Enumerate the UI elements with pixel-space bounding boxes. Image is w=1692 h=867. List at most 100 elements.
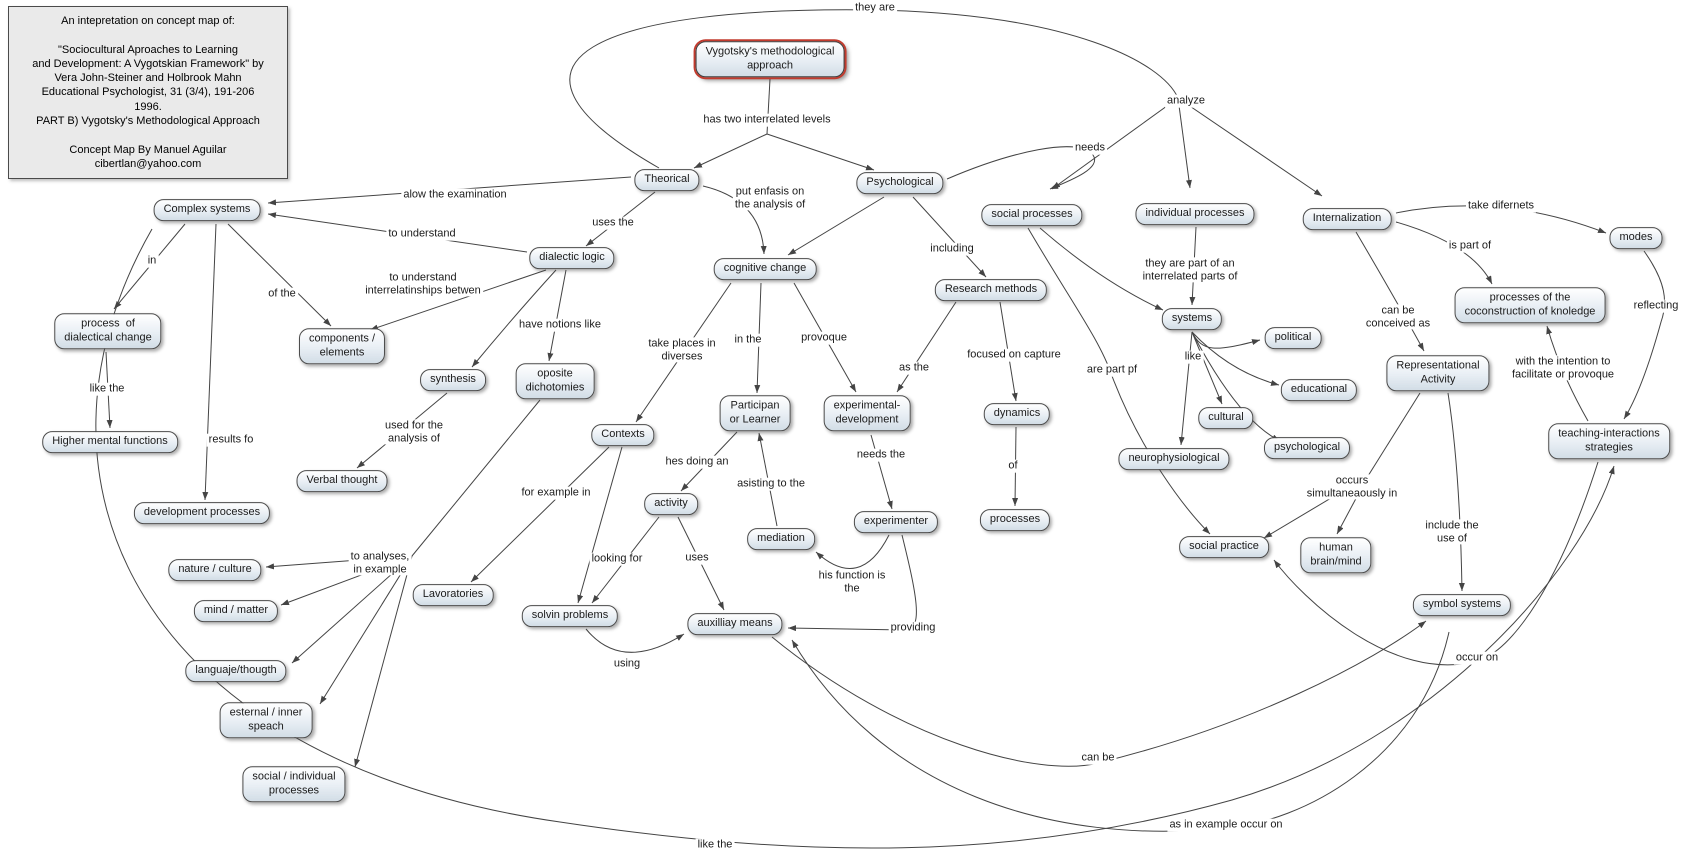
- node-internalization[interactable]: Internalization: [1302, 208, 1392, 230]
- edge-label: needs: [1073, 141, 1107, 155]
- node-mediation[interactable]: mediation: [747, 528, 815, 550]
- edge-label: focused on capture: [965, 348, 1063, 362]
- edge-line: [227, 223, 332, 327]
- edge-label: in the: [732, 333, 764, 347]
- edge-label: used for the analysis of: [382, 419, 446, 445]
- node-cognitive-change[interactable]: cognitive change: [713, 258, 817, 280]
- node-individual-processes[interactable]: individual processes: [1135, 203, 1255, 225]
- edge-line: [369, 269, 547, 331]
- node-processes[interactable]: processes: [979, 509, 1051, 531]
- legend-box: An intepretation on concept map of: "Soc…: [8, 6, 288, 180]
- edge-label: are part pf: [1084, 363, 1140, 377]
- node-contexts[interactable]: Contexts: [591, 424, 655, 446]
- legend-text: An intepretation on concept map of: "Soc…: [32, 15, 264, 170]
- node-political[interactable]: political: [1264, 327, 1322, 349]
- edge-line: [577, 446, 623, 604]
- edge-label: for example in: [519, 486, 593, 500]
- edge-label: hes doing an: [663, 455, 731, 469]
- node-representational-activity[interactable]: Representational Activity: [1386, 355, 1490, 391]
- node-languaje-thougth[interactable]: languaje/thougth: [185, 660, 287, 682]
- node-nature-culture[interactable]: nature / culture: [168, 559, 262, 581]
- edge-line: [791, 631, 1450, 832]
- edge-label: uses: [683, 551, 711, 565]
- node-mind-matter[interactable]: mind / matter: [193, 600, 279, 622]
- edge-label: results fo: [206, 433, 256, 447]
- edge-label: using: [611, 657, 643, 671]
- edge-label: is part of: [1446, 239, 1494, 253]
- edge-label: can be conceived as: [1363, 304, 1433, 330]
- node-components-elements[interactable]: components / elements: [298, 328, 386, 364]
- node-process-of-dialectical-change[interactable]: process of dialectical change: [54, 313, 162, 349]
- node-lavoratories[interactable]: Lavoratories: [412, 584, 494, 606]
- node-social-processes[interactable]: social processes: [981, 204, 1083, 226]
- node-experimental-development[interactable]: experimental- development: [823, 395, 911, 431]
- node-processes-coconstruction[interactable]: processes of the coconstruction of knole…: [1454, 287, 1606, 323]
- edge-line: [1367, 392, 1421, 477]
- node-dynamics[interactable]: dynamics: [983, 403, 1051, 425]
- node-psychological[interactable]: psychological: [1263, 437, 1351, 459]
- node-synthesis[interactable]: synthesis: [420, 369, 486, 391]
- edge-line: [319, 555, 413, 705]
- edge-label: asisting to the: [735, 477, 807, 491]
- node-cultural[interactable]: cultural: [1198, 407, 1254, 429]
- edge-label: alow the examination: [401, 188, 509, 202]
- edge-line: [1623, 250, 1666, 420]
- edge-label: include the use of: [1423, 519, 1481, 545]
- edge-line: [912, 196, 987, 278]
- edge-label: as the: [897, 361, 931, 375]
- edge-label: looking for: [589, 552, 645, 566]
- node-auxilliay-means[interactable]: auxilliay means: [687, 613, 783, 635]
- edge-label: have notions like: [517, 318, 603, 332]
- edge-label: like the: [87, 382, 127, 396]
- edge-line: [1177, 97, 1323, 197]
- node-verbal-thought[interactable]: Verbal thought: [296, 470, 388, 492]
- edge-label: they are part of an interrelated parts o…: [1140, 257, 1240, 283]
- node-systems[interactable]: systems: [1161, 308, 1223, 330]
- edge-label: like the: [695, 838, 735, 852]
- node-root[interactable]: Vygotsky's methodological approach: [695, 41, 845, 77]
- node-solvin-problems[interactable]: solvin problems: [521, 605, 619, 627]
- edge-label: they are: [853, 1, 897, 15]
- edge-line: [547, 269, 567, 362]
- edge-label: as in example occur on: [1167, 818, 1285, 832]
- node-participan-or-learner[interactable]: Participan or Learner: [719, 395, 791, 431]
- node-symbol-systems[interactable]: symbol systems: [1412, 594, 1512, 616]
- edge-label: reflecting: [1631, 299, 1681, 313]
- node-neurophysiological[interactable]: neurophysiological: [1118, 448, 1230, 470]
- edge-line: [896, 301, 957, 393]
- node-theorical[interactable]: Theorical: [634, 169, 700, 191]
- edge-line: [1177, 97, 1192, 189]
- node-modes[interactable]: modes: [1609, 227, 1663, 249]
- node-development-processes[interactable]: development processes: [133, 502, 271, 524]
- node-social-practice[interactable]: social practice: [1179, 536, 1269, 558]
- edge-line: [1039, 227, 1164, 311]
- node-esternal-inner-speach[interactable]: esternal / inner speach: [219, 702, 313, 738]
- edge-label: his function is the: [816, 569, 888, 595]
- node-experimenter[interactable]: experimenter: [853, 511, 939, 533]
- node-research-methods[interactable]: Research methods: [934, 279, 1048, 301]
- edge-label: occurs simultaneaously in: [1304, 474, 1400, 500]
- edge-line: [693, 133, 768, 169]
- node-higher-mental-functions[interactable]: Higher mental functions: [42, 431, 178, 453]
- edge-label: take difernets: [1465, 199, 1537, 213]
- edge-label: providing: [888, 621, 938, 635]
- node-human-brain-mind[interactable]: human brain/mind: [1300, 537, 1372, 573]
- node-activity[interactable]: activity: [644, 493, 698, 515]
- edge-label: take places in diverses: [646, 337, 718, 363]
- edge-label: of the: [266, 287, 298, 301]
- node-oposite-dichotomies[interactable]: oposite dichotomies: [515, 363, 595, 399]
- edge-label: can be: [1079, 751, 1117, 765]
- node-educational[interactable]: educational: [1280, 379, 1358, 401]
- edge-label: including: [928, 242, 976, 256]
- node-dialectic-logic[interactable]: dialectic logic: [529, 247, 615, 269]
- node-social-individual-processes[interactable]: social / individual processes: [242, 766, 346, 802]
- edge-line: [1191, 331, 1280, 386]
- edge-line: [411, 399, 541, 557]
- edge-label: in: [145, 254, 159, 268]
- edge-label: like: [1182, 350, 1204, 364]
- node-teaching-interactions-strategies[interactable]: teaching-interactions strategies: [1548, 423, 1670, 459]
- node-psychological-level[interactable]: Psychological: [856, 172, 944, 194]
- node-complex-systems[interactable]: Complex systems: [153, 199, 261, 221]
